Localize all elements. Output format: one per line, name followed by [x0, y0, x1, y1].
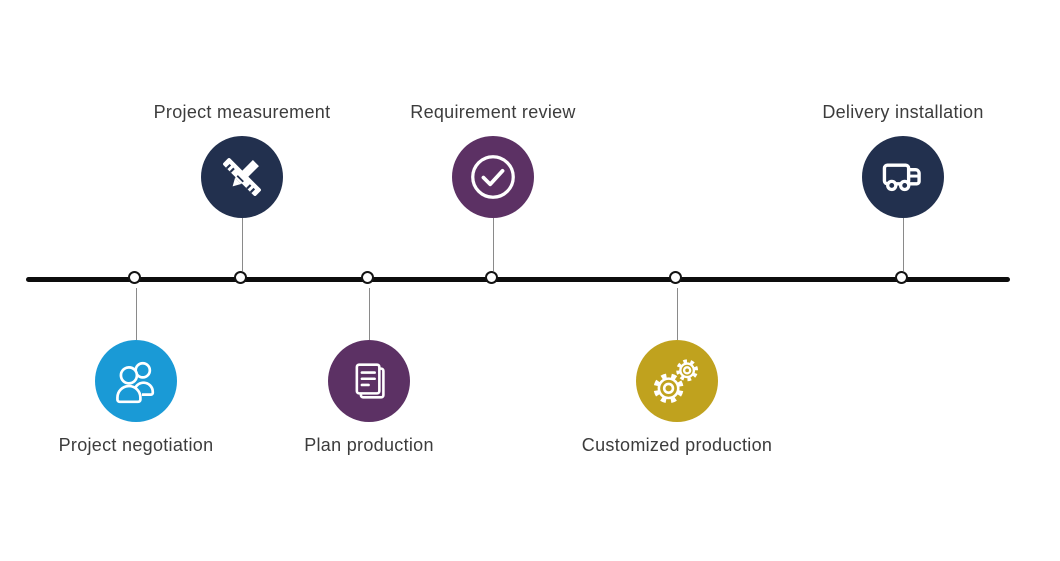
step-bubble	[636, 340, 718, 422]
timeline-node	[894, 271, 908, 284]
people-icon	[116, 361, 155, 404]
timeline-node	[484, 271, 498, 284]
connector-line	[136, 288, 137, 340]
truck-icon	[882, 163, 921, 192]
step-bubble	[862, 136, 944, 218]
step-label: Customized production	[581, 435, 773, 455]
step-label: Project measurement	[153, 102, 331, 122]
timeline-node	[233, 271, 247, 284]
step-plan-production: Plan production	[259, 0, 479, 561]
ruler-pencil-icon	[223, 158, 261, 196]
step-bubble	[201, 136, 283, 218]
document-icon	[355, 363, 385, 399]
connector-line	[677, 288, 678, 340]
timeline-node	[127, 271, 141, 284]
check-circle-icon	[471, 155, 515, 199]
connector-line	[242, 218, 243, 271]
step-bubble	[452, 136, 534, 218]
step-delivery-installation: Delivery installation	[793, 0, 1013, 561]
gears-icon	[653, 359, 699, 404]
step-requirement-review: Requirement review	[383, 0, 603, 561]
timeline-node	[360, 271, 374, 284]
timeline-line	[26, 277, 1010, 282]
step-customized-production: Customized production	[567, 0, 787, 561]
connector-line	[493, 218, 494, 271]
step-project-measurement: Project measurement	[132, 0, 352, 561]
step-label: Project negotiation	[58, 435, 214, 455]
timeline-node	[668, 271, 682, 284]
step-label: Plan production	[304, 435, 434, 455]
step-bubble	[95, 340, 177, 422]
step-project-negotiation: Project negotiation	[26, 0, 246, 561]
connector-line	[903, 218, 904, 271]
step-label: Requirement review	[410, 102, 576, 122]
step-label: Delivery installation	[822, 102, 984, 122]
step-bubble	[328, 340, 410, 422]
connector-line	[369, 288, 370, 340]
